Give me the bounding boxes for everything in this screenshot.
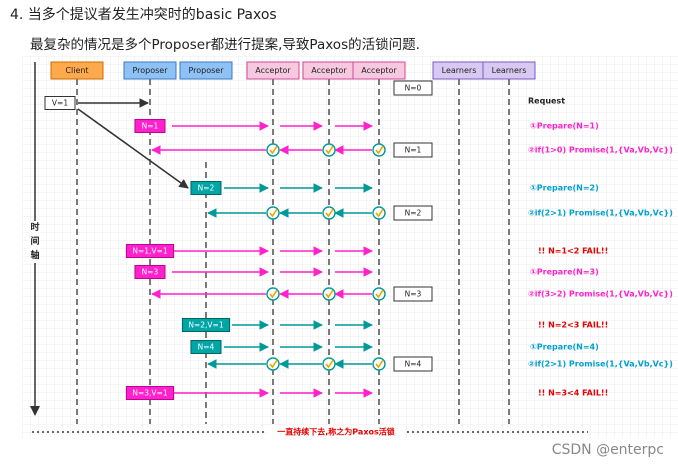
note-text: ②if(3>2) Promise(1,{Va,Vb,Vc}) bbox=[528, 290, 673, 299]
role-header-learner2 bbox=[482, 61, 536, 80]
accept-tick-r4-0 bbox=[266, 206, 280, 220]
accept-tick-r2-1 bbox=[322, 143, 336, 157]
accept-tick-r7-1-mark bbox=[325, 289, 334, 299]
accept-tick-r2-2-mark bbox=[375, 145, 384, 155]
acceptor-state-n2 bbox=[393, 205, 433, 221]
request-title: Request bbox=[528, 97, 565, 106]
accept-tick-r7-2 bbox=[372, 287, 386, 301]
time-axis-char: 间 bbox=[30, 235, 39, 247]
client-to-proposer2-arrow bbox=[77, 108, 189, 189]
acceptor-state-n3-label: N=3 bbox=[405, 290, 422, 299]
accept-tick-r10-2 bbox=[372, 357, 386, 371]
proposal-box-6 bbox=[125, 386, 175, 400]
watermark: CSDN @enterpc bbox=[551, 442, 664, 458]
role-label-acceptor1: Acceptor bbox=[255, 66, 291, 75]
proposal-box-5 bbox=[190, 340, 222, 354]
accept-tick-r4-1-mark bbox=[325, 208, 334, 218]
proposal-box-0 bbox=[134, 119, 166, 133]
accept-tick-r4-2 bbox=[372, 206, 386, 220]
proposal-box-0-label: N=1 bbox=[142, 122, 159, 131]
note-text: ②if(2>1) Promise(1,{Va,Vb,Vc}) bbox=[528, 209, 673, 218]
role-label-learner1: Learners bbox=[442, 66, 477, 75]
accept-tick-r4-1 bbox=[322, 206, 336, 220]
acceptor-state-n1 bbox=[393, 142, 433, 158]
accept-tick-r10-1 bbox=[322, 357, 336, 371]
time-axis-char-bg bbox=[29, 235, 41, 249]
proposal-box-6-label: N=3,V=1 bbox=[132, 389, 167, 398]
time-axis-char-bg bbox=[29, 249, 41, 263]
accept-tick-r4-2-mark bbox=[375, 208, 384, 218]
paxos-livelock-diagram: Client Proposer Proposer Acceptor Acceptor Ac… bbox=[22, 56, 678, 438]
page-subheading: 最复杂的情况是多个Proposer都进行提案,导致Paxos的活锁问题. bbox=[30, 37, 420, 53]
accept-tick-r10-2-mark bbox=[375, 359, 384, 369]
acceptor-state-n0 bbox=[393, 80, 433, 96]
role-label-learner2: Learners bbox=[492, 66, 527, 75]
accept-tick-r10-0 bbox=[266, 357, 280, 371]
proposal-box-2 bbox=[125, 244, 175, 258]
acceptor-state-n3 bbox=[393, 286, 433, 302]
accept-tick-r7-2-mark bbox=[375, 289, 384, 299]
time-axis-char: 时 bbox=[30, 221, 39, 233]
accept-tick-r7-0 bbox=[266, 287, 280, 301]
accept-tick-r7-1 bbox=[322, 287, 336, 301]
role-label-acceptor2: Acceptor bbox=[311, 66, 347, 75]
proposal-box-3-label: N=3 bbox=[142, 268, 159, 277]
note-text: !! N=3<4 FAIL!! bbox=[538, 389, 608, 398]
role-label-acceptor3: Acceptor bbox=[361, 66, 397, 75]
diagram-frame: Client Proposer Proposer Acceptor Acceptor Ac… bbox=[22, 56, 678, 438]
footer-note: 一直持续下去,称之为Paxos活锁 bbox=[277, 427, 395, 437]
acceptor-state-n0-label: N=0 bbox=[405, 84, 422, 93]
proposal-box-5-label: N=4 bbox=[198, 343, 215, 352]
note-text: ②if(2>1) Promise(1,{Va,Vb,Vc}) bbox=[528, 360, 673, 369]
accept-tick-r2-1-mark bbox=[325, 145, 334, 155]
role-label-proposer2: Proposer bbox=[188, 66, 224, 75]
note-text: !! N=1<2 FAIL!! bbox=[538, 247, 608, 256]
role-header-acceptor1 bbox=[246, 61, 300, 80]
note-text: ①Prepare(N=2) bbox=[530, 184, 599, 193]
role-header-proposer1 bbox=[123, 61, 177, 80]
accept-tick-r10-1-mark bbox=[325, 359, 334, 369]
note-text: ①Prepare(N=3) bbox=[530, 268, 599, 277]
acceptor-state-n4 bbox=[393, 356, 433, 372]
accept-tick-r4-0-mark bbox=[269, 208, 278, 218]
client-request-box bbox=[44, 96, 76, 110]
footer-note-bg bbox=[266, 425, 406, 438]
note-text: ①Prepare(N=4) bbox=[530, 343, 599, 352]
proposal-box-4 bbox=[181, 318, 231, 332]
note-text: ①Prepare(N=1) bbox=[530, 122, 599, 131]
role-label-client: Client bbox=[65, 66, 88, 75]
role-header-client bbox=[50, 61, 104, 80]
proposal-box-1 bbox=[190, 181, 222, 195]
role-header-proposer2 bbox=[179, 61, 233, 80]
proposal-box-2-label: N=1,V=1 bbox=[132, 247, 167, 256]
acceptor-state-n1-label: N=1 bbox=[405, 146, 422, 155]
proposal-box-1-label: N=2 bbox=[198, 184, 215, 193]
proposal-box-4-label: N=2,V=1 bbox=[188, 321, 223, 330]
page-heading: 4. 当多个提议者发生冲突时的basic Paxos bbox=[10, 7, 277, 23]
proposal-box-3 bbox=[134, 265, 166, 279]
client-request-box-label: V=1 bbox=[52, 99, 68, 108]
time-axis-char-bg bbox=[29, 221, 41, 235]
acceptor-state-n2-label: N=2 bbox=[405, 209, 422, 218]
note-text: ②if(1>0) Promise(1,{Va,Vb,Vc}) bbox=[528, 146, 673, 155]
note-text: !! N=2<3 FAIL!! bbox=[538, 321, 608, 330]
role-header-acceptor3 bbox=[352, 61, 406, 80]
acceptor-state-n4-label: N=4 bbox=[405, 360, 422, 369]
time-axis-arrowhead bbox=[30, 406, 40, 416]
accept-tick-r10-0-mark bbox=[269, 359, 278, 369]
time-axis-char: 轴 bbox=[30, 249, 39, 261]
accept-tick-r2-2 bbox=[372, 143, 386, 157]
accept-tick-r2-0 bbox=[266, 143, 280, 157]
role-label-proposer1: Proposer bbox=[132, 66, 168, 75]
accept-tick-r7-0-mark bbox=[269, 289, 278, 299]
accept-tick-r2-0-mark bbox=[269, 145, 278, 155]
